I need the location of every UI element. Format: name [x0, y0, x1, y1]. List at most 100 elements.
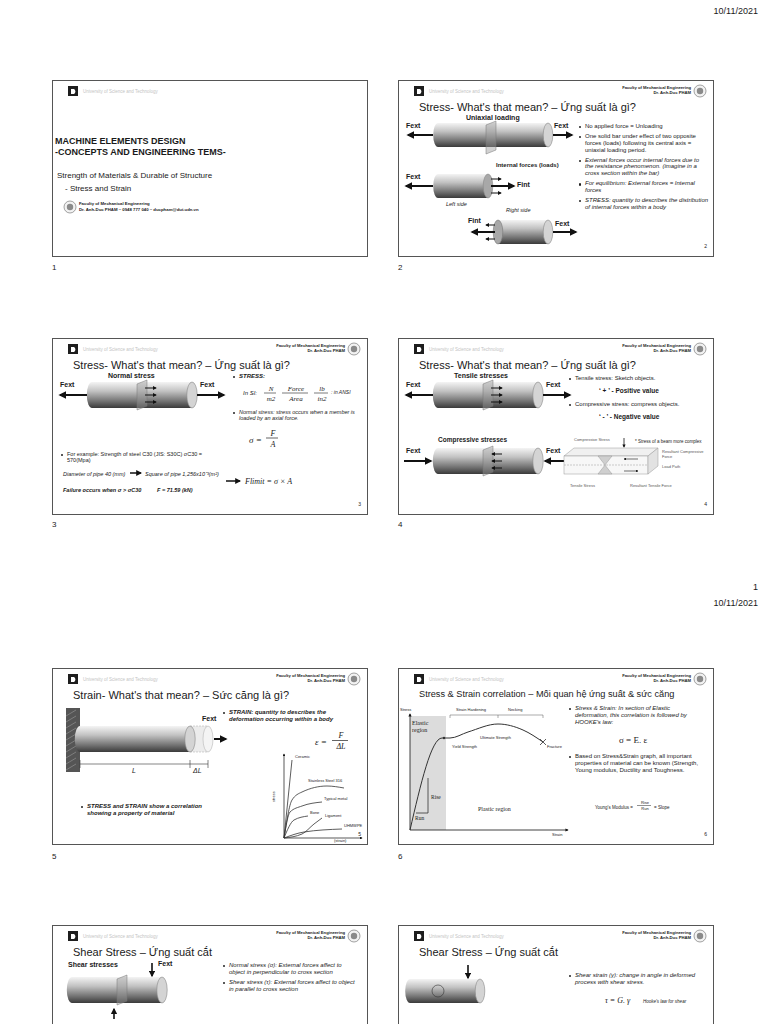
bullet-dot [233, 376, 235, 378]
force-arrow [553, 134, 572, 136]
figure-label: Necking [508, 708, 522, 713]
slide-text: Flimit = σ × A [245, 477, 292, 486]
text-block: Young's Modulus = [595, 805, 633, 810]
slide-text: Dr. Anh-Duc PHAM – 0948 777 040 – ducpha… [79, 208, 199, 213]
wall-hatch [66, 764, 76, 770]
text-block: Based on Stress&Strain graph, all import… [575, 753, 705, 774]
slide-frame: University of Science and TechnologyFacu… [52, 668, 368, 845]
figure-label: Fext [554, 122, 568, 130]
text-block: F [333, 731, 349, 740]
neutral-axis [564, 465, 648, 466]
text-block: Stress- What's that mean? – Ứng suất là … [419, 101, 636, 114]
slide-frame: University of Science and TechnologyFacu… [398, 668, 714, 845]
text-block: F = 71.59 (kN) [157, 487, 193, 493]
dimension-line [190, 764, 208, 765]
figure-label: UHMWPE [344, 824, 362, 829]
slide-illustration [68, 930, 360, 942]
bone-curve [284, 816, 308, 838]
figure-label: Fext [555, 220, 569, 228]
slide-text: 2 [689, 244, 707, 250]
slide-text: - Stress and Strain [65, 184, 131, 193]
text-block: = Slope [654, 805, 669, 810]
figure-label: Typical metal [324, 797, 347, 802]
cylinder-body [410, 979, 480, 1003]
force-arrow [214, 738, 226, 740]
cylinder-end [433, 123, 443, 147]
slide-text: Shear Stress – Ứng suất cắt [73, 946, 212, 959]
force-arrow [404, 460, 431, 462]
university-logo [71, 347, 75, 352]
text-block: Dr. Anh-Duc PHAM [589, 936, 691, 941]
slide-illustration [405, 965, 485, 1003]
slide-frame: University of Science and TechnologyFacu… [52, 925, 368, 1024]
text-block: m2 [265, 395, 277, 403]
slide-text: σ = E. ε [619, 735, 647, 745]
metal-curve [284, 802, 322, 838]
figure-label: Normal stress [108, 372, 155, 380]
slide-text: University of Science and Technology [83, 677, 158, 682]
slide-text: Shear Stress – Ứng suất cắt [419, 946, 558, 959]
text-block: -CONCEPTS AND ENGINEERING TEMS- [55, 147, 226, 157]
figure-label: Load Path [662, 465, 680, 470]
text-block: Rise [638, 801, 652, 806]
text-block: One solid bar under effect of two opposi… [585, 133, 709, 154]
range-bracket [498, 715, 543, 718]
figure-label: ΔL [193, 767, 202, 775]
slide-text: In SI: [243, 390, 257, 397]
slide-frame: University of Science and TechnologyFacu… [398, 338, 714, 515]
text-block: University of Science and Technology [429, 347, 504, 352]
slide-text: Dr. Anh-Duc PHAM [589, 91, 691, 96]
figure-label: Left side [446, 201, 467, 207]
slide-text: University of Science and Technology [429, 934, 504, 939]
cylinder-body [498, 220, 548, 244]
dimension-line [80, 764, 190, 765]
slide-illustration [414, 85, 706, 97]
dimension-tick [190, 760, 191, 768]
detail-circle [432, 985, 444, 997]
slide-illustration [68, 673, 360, 685]
university-logo [417, 934, 421, 939]
slide-text: lb [315, 385, 329, 393]
slide-text: ΔL [333, 742, 349, 751]
force-arrow [145, 388, 156, 389]
university-logo [414, 674, 424, 684]
figure-label: Strain Hardening [456, 708, 486, 713]
figure-label: Ceramic [295, 755, 310, 760]
figure-label: Compressive stresses [438, 436, 507, 443]
text-block: Shear stress (τ): External forces affect… [229, 979, 359, 993]
page-number: 1 [753, 582, 758, 592]
force-arrow [543, 394, 570, 396]
text-block: Dr. Anh-Duc PHAM – 0948 777 040 – ducpha… [79, 208, 199, 213]
faculty-logo [697, 933, 703, 939]
figure-label: Fext [406, 447, 420, 455]
faculty-logo [697, 676, 703, 682]
text-block: University of Science and Technology [429, 934, 504, 939]
figure-label: Fext [406, 173, 420, 181]
force-arrow [467, 965, 469, 978]
ceramic-curve [284, 760, 292, 838]
figure-label: Right side [506, 207, 530, 213]
slide-text: Stress- What's that mean? – Ứng suất là … [419, 359, 636, 372]
slide-text: MACHINE ELEMENTS DESIGN [55, 136, 186, 146]
cylinder-face [475, 979, 485, 1003]
cylinder-face [533, 382, 543, 408]
text-block: Square of pipe 1,256x10⁻³(m²) [145, 471, 219, 477]
text-block: ‘ - ’ - Negative value [599, 413, 659, 420]
slide-text: Strain- What's that mean? – Sức căng là … [73, 689, 289, 702]
slide-text: Dr. Anh-Duc PHAM [589, 349, 691, 354]
figure-label: Yield Strength [452, 745, 477, 750]
faculty-logo [697, 346, 703, 352]
fracture-mark [540, 739, 546, 745]
bullet-dot [223, 712, 225, 714]
slide-text: Area [283, 395, 309, 403]
cylinder-face [185, 726, 195, 752]
text-block: σ = E. ε [619, 735, 647, 745]
slide-text: A [267, 440, 279, 449]
text-block: Faculty of Mechanical Engineering [79, 202, 150, 207]
figure-label: Uniaxial loading [466, 114, 520, 122]
text-block: ΔL [333, 742, 349, 751]
page-number: 5 [52, 852, 56, 861]
force-arrow [226, 480, 240, 482]
figure-label: Fext [60, 381, 74, 389]
text-block: For equilibrium: External forces = Inter… [585, 180, 709, 194]
